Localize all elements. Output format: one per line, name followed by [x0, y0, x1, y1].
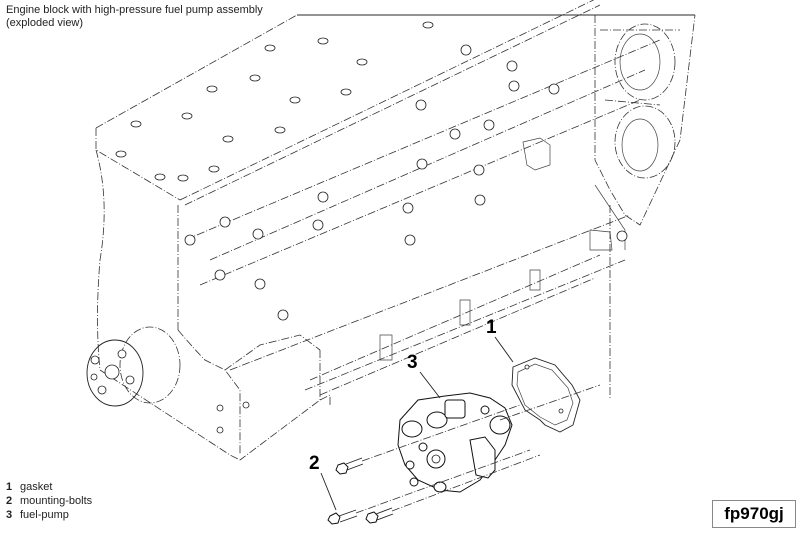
legend-row: 2 mounting-bolts [6, 494, 92, 508]
crank-hub [86, 326, 181, 407]
fuel-pump [397, 392, 513, 493]
callout-1: 1 [486, 317, 514, 363]
bolt [327, 509, 358, 525]
legend-row: 1 gasket [6, 480, 92, 494]
callout-number: 1 [486, 317, 497, 338]
legend-row: 3 fuel-pump [6, 508, 92, 522]
bolt [335, 457, 364, 475]
callout-number: 2 [309, 453, 320, 474]
callout-2: 2 [309, 453, 337, 511]
bolt [365, 507, 394, 524]
mounting-bolts [327, 384, 601, 525]
gasket [511, 357, 581, 433]
legend-number: 1 [6, 481, 13, 493]
figure-id-label: fp970gj [712, 500, 796, 528]
legend-part: gasket [20, 481, 53, 493]
parts-legend: 1 gasket 2 mounting-bolts 3 fuel-pump [6, 480, 92, 522]
block-bosses [184, 44, 560, 434]
callout-number: 3 [407, 352, 418, 373]
legend-number: 3 [6, 509, 13, 521]
legend-part: fuel-pump [20, 509, 69, 521]
legend-part: mounting-bolts [20, 495, 93, 507]
figure-title: Engine block with high-pressure fuel pum… [6, 4, 263, 29]
engine-block [86, 0, 696, 461]
legend-number: 2 [6, 495, 13, 507]
deck-holes [115, 21, 434, 182]
callout-3: 3 [407, 352, 441, 399]
